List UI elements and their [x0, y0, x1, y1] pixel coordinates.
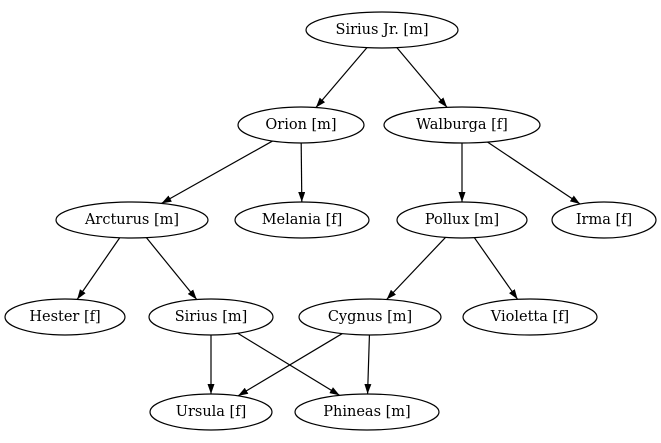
node-orion-shape — [237, 106, 365, 144]
node-violetta-shape — [462, 298, 598, 336]
node-ursula-shape — [149, 393, 273, 431]
edge-orion-to-melania — [298, 142, 306, 203]
node-arcturus-shape — [55, 201, 209, 239]
edge-group — [298, 142, 306, 203]
node-pollux[interactable]: Pollux [m] — [396, 201, 528, 239]
node-irma-label: Irma [f] — [576, 212, 632, 228]
edge-walburga-to-irma — [487, 141, 581, 205]
node-irma-shape — [551, 201, 657, 239]
edge-group — [76, 237, 121, 300]
node-pollux-shape — [396, 201, 528, 239]
edge-group — [161, 140, 273, 204]
edge-group — [364, 334, 372, 395]
node-hester[interactable]: Hester [f] — [4, 298, 126, 336]
node-sirius[interactable]: Sirius [m] — [148, 298, 274, 336]
node-cygnus-label: Cygnus [m] — [328, 309, 412, 325]
node-phineas-label: Phineas [m] — [323, 404, 410, 420]
edge-group — [237, 333, 343, 397]
edges-layer — [76, 47, 581, 397]
node-arcturus-label: Arcturus [m] — [84, 212, 179, 228]
node-hester-shape — [4, 298, 126, 336]
edge-cygnus-to-phineas — [364, 334, 372, 395]
edge-group — [386, 236, 446, 300]
edge-cygnus-to-ursula — [237, 333, 343, 397]
node-arcturus[interactable]: Arcturus [m] — [55, 201, 209, 239]
node-violetta-label: Violetta [f] — [490, 309, 569, 325]
edge-arcturus-to-sirius — [145, 237, 198, 300]
edge-pollux-to-cygnus — [386, 236, 446, 300]
edge-group — [145, 237, 198, 300]
edge-orion-to-arcturus — [161, 140, 273, 204]
edge-group — [487, 141, 581, 205]
node-cygnus-shape — [298, 298, 442, 336]
node-sirius-jr-shape — [305, 11, 459, 49]
node-ursula-label: Ursula [f] — [176, 404, 247, 420]
node-sirius-shape — [148, 298, 274, 336]
node-sirius-label: Sirius [m] — [175, 309, 248, 325]
node-melania-label: Melania [f] — [262, 212, 343, 228]
edge-sirius-jr-to-walburga — [396, 47, 448, 108]
edge-group — [315, 47, 368, 108]
edge-group — [473, 237, 519, 300]
node-melania[interactable]: Melania [f] — [234, 201, 370, 239]
edge-sirius-to-phineas — [237, 332, 340, 396]
edge-group — [237, 332, 340, 396]
node-walburga[interactable]: Walburga [f] — [383, 106, 541, 144]
node-walburga-label: Walburga [f] — [416, 117, 508, 133]
edge-group — [396, 47, 448, 108]
node-hester-label: Hester [f] — [29, 309, 100, 325]
edge-pollux-to-violetta — [473, 237, 519, 300]
node-sirius-jr[interactable]: Sirius Jr. [m] — [305, 11, 459, 49]
node-pollux-label: Pollux [m] — [425, 212, 499, 228]
node-cygnus[interactable]: Cygnus [m] — [298, 298, 442, 336]
node-orion-label: Orion [m] — [265, 117, 336, 133]
node-orion[interactable]: Orion [m] — [237, 106, 365, 144]
node-walburga-shape — [383, 106, 541, 144]
edge-sirius-jr-to-orion — [315, 47, 368, 108]
edge-arcturus-to-hester — [76, 237, 121, 300]
node-phineas-shape — [294, 393, 440, 431]
node-violetta[interactable]: Violetta [f] — [462, 298, 598, 336]
node-ursula[interactable]: Ursula [f] — [149, 393, 273, 431]
node-sirius-jr-label: Sirius Jr. [m] — [336, 22, 429, 38]
node-phineas[interactable]: Phineas [m] — [294, 393, 440, 431]
node-melania-shape — [234, 201, 370, 239]
node-irma[interactable]: Irma [f] — [551, 201, 657, 239]
